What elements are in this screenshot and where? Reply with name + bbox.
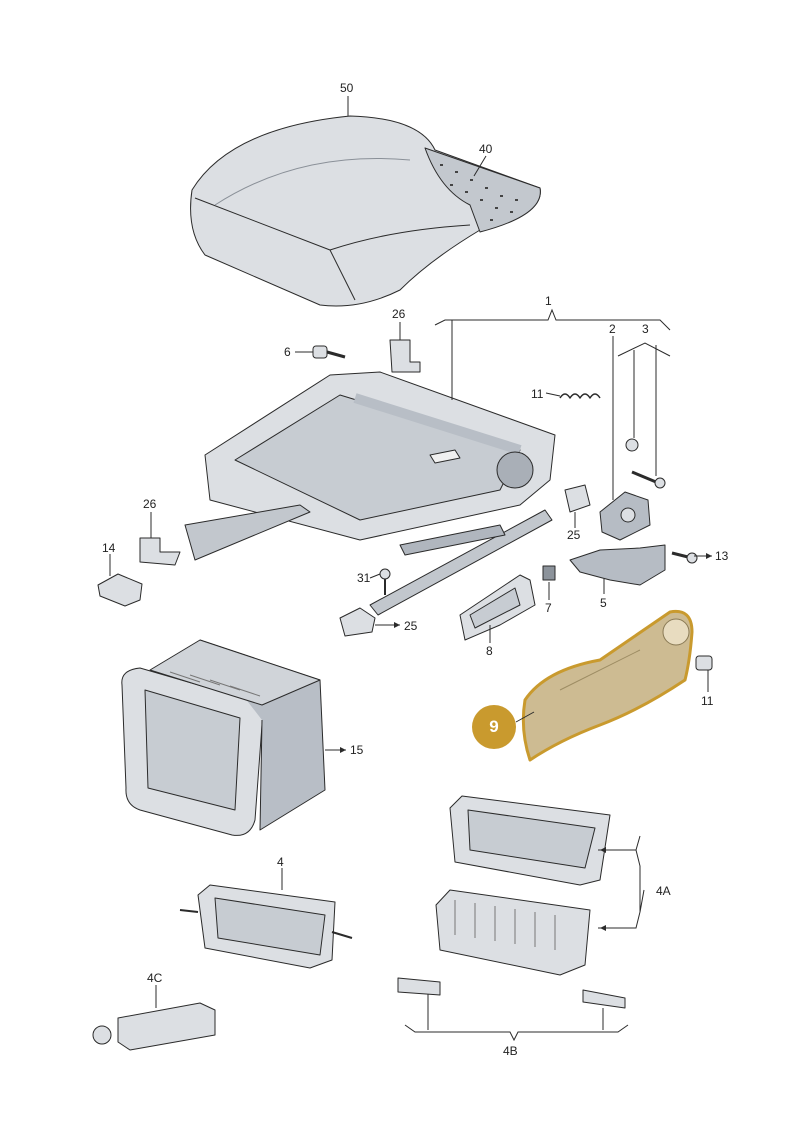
callout-6: 6 <box>284 345 291 359</box>
seat-heating-mat-part[interactable] <box>424 147 541 233</box>
leader-lines <box>109 96 712 1042</box>
connector-4c-part[interactable] <box>92 1002 216 1051</box>
callout-4: 4 <box>277 855 284 869</box>
seat-rail-part[interactable] <box>184 504 553 616</box>
callout-14: 14 <box>102 541 116 555</box>
callout-11-lower: 11 <box>701 694 714 708</box>
callout-7: 7 <box>545 601 552 615</box>
screw-31-part[interactable] <box>379 568 391 595</box>
callout-26-lower: 26 <box>143 497 157 511</box>
spring-11-part[interactable] <box>559 393 601 399</box>
mechanism-2-part[interactable] <box>599 491 651 541</box>
nut-3-part[interactable] <box>625 438 639 452</box>
storage-drawer-15-part[interactable] <box>121 639 326 836</box>
callout-25-lower: 25 <box>404 619 418 633</box>
callout-11-upper: 11 <box>531 387 544 401</box>
clip-7-part[interactable] <box>542 565 556 581</box>
bolt-3-part[interactable] <box>631 470 666 489</box>
tray-4a-upper-part[interactable] <box>449 795 611 886</box>
callout-3: 3 <box>642 322 649 336</box>
side-trim-9-highlighted-part[interactable] <box>521 609 694 762</box>
callout-8: 8 <box>486 644 493 658</box>
callout-4c: 4C <box>147 971 163 985</box>
callout-2: 2 <box>609 322 616 336</box>
arrowheads <box>340 553 712 931</box>
callout-31: 31 <box>357 571 371 585</box>
callout-40: 40 <box>479 142 493 156</box>
bracket-26-upper-part[interactable] <box>389 339 421 373</box>
bracket-4b-left-part[interactable] <box>397 977 441 996</box>
clip-25-upper-part[interactable] <box>564 484 591 513</box>
clip-25-lower-part[interactable] <box>339 607 376 637</box>
screw-6-part[interactable] <box>312 345 346 359</box>
bracket-26-lower-part[interactable] <box>139 537 181 566</box>
callout-26-upper: 26 <box>392 307 406 321</box>
callout-1: 1 <box>545 294 552 308</box>
callout-4b: 4B <box>503 1044 518 1058</box>
callout-5: 5 <box>600 596 607 610</box>
highlighted-part-badge[interactable]: 9 <box>472 705 516 749</box>
fastener-11-part[interactable] <box>695 655 713 671</box>
cover-14-part[interactable] <box>97 573 143 607</box>
callout-50: 50 <box>340 81 354 95</box>
storage-box-4-part[interactable] <box>179 884 353 969</box>
callout-25-upper: 25 <box>567 528 581 542</box>
screw-13-part[interactable] <box>671 551 698 564</box>
trim-8-part[interactable] <box>459 574 536 641</box>
callout-4a: 4A <box>656 884 671 898</box>
callout-15: 15 <box>350 743 364 757</box>
callout-13: 13 <box>715 549 729 563</box>
seat-frame-part[interactable] <box>204 371 556 541</box>
bracket-5-part[interactable] <box>569 544 666 586</box>
bracket-4b-right-part[interactable] <box>582 989 626 1009</box>
tray-4a-lower-part[interactable] <box>435 889 591 976</box>
